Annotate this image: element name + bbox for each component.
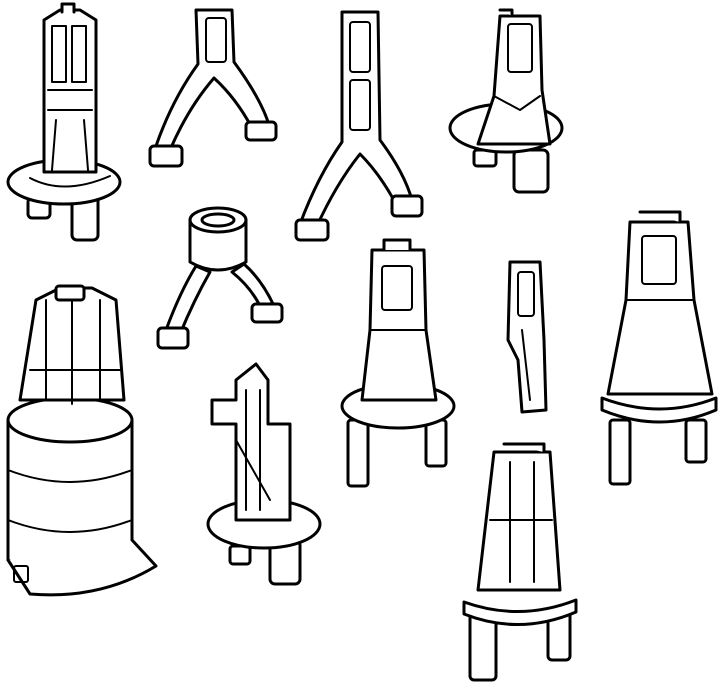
- holder-cap-round-base: [340, 238, 456, 488]
- holder-tall-round-base: [6, 2, 122, 242]
- holder-tall-right-base: [600, 210, 718, 486]
- holder-fork-small: [148, 8, 278, 168]
- holder-stepped-round-base: [206, 362, 322, 586]
- clip-slim: [506, 260, 548, 414]
- holder-long-legs: [462, 442, 578, 682]
- holder-float-cage-large: [6, 284, 158, 597]
- holder-fork-tall: [294, 10, 424, 242]
- holder-short-round-base: [448, 8, 564, 194]
- holder-ring-tripod: [156, 206, 284, 350]
